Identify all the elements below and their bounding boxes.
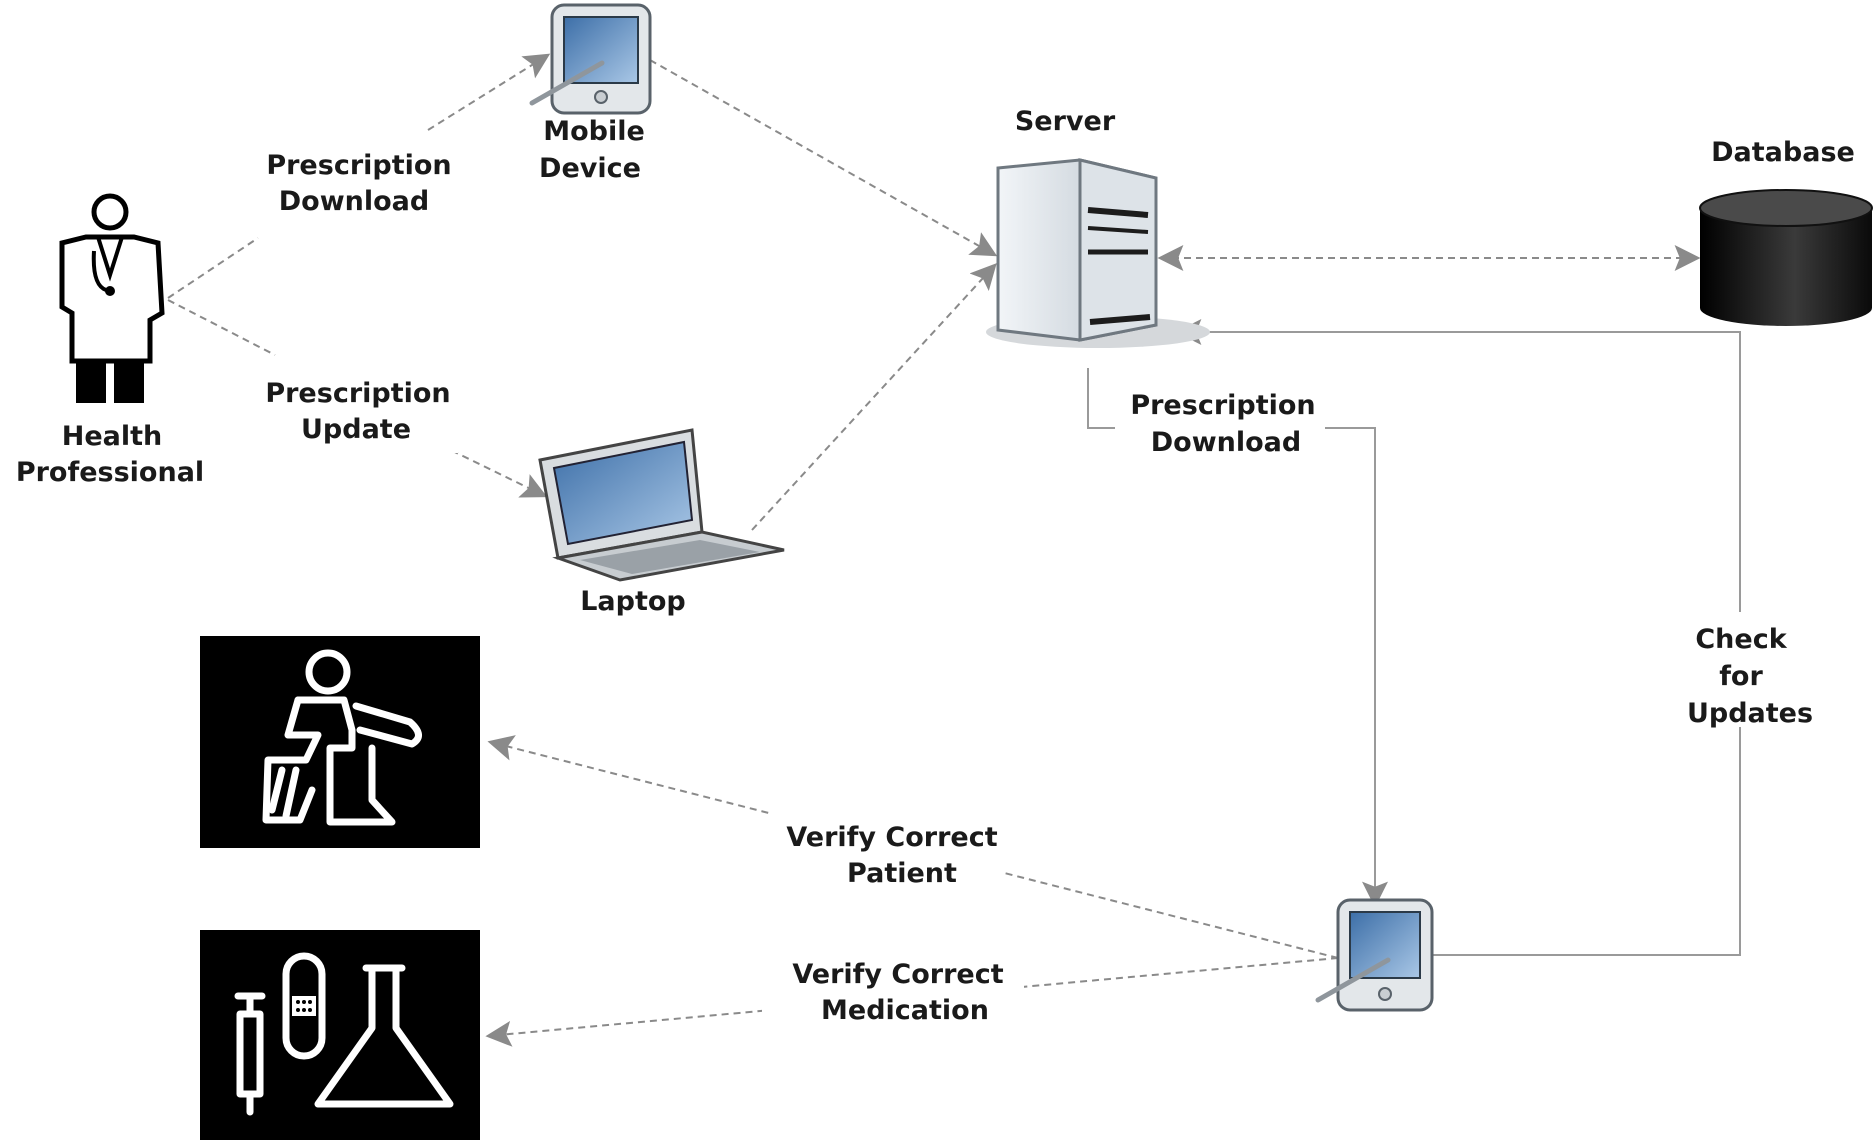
database-label: Database [1711, 137, 1855, 168]
laptop-label: Laptop [580, 586, 686, 617]
mobile-device-label-line1: Mobile [543, 116, 645, 147]
handheld-device-icon [1315, 898, 1434, 1012]
server-icon [986, 158, 1210, 348]
prescription-download-label-2-line2: Download [1151, 427, 1301, 458]
server-label: Server [1015, 106, 1116, 137]
verify-patient-label-line2: Patient [847, 858, 957, 889]
edge-doctor-to-mobile [167, 53, 551, 299]
laptop-icon [538, 428, 785, 582]
check-for-updates-label-line1: Check [1695, 624, 1787, 655]
prescription-update-label-line2: Update [301, 414, 411, 445]
verify-medication-label-line2: Medication [821, 995, 989, 1026]
edge-mobile-to-server [649, 59, 998, 257]
database-icon [1699, 189, 1873, 326]
prescription-download-label-2-line1: Prescription [1130, 390, 1315, 421]
patient-icon [200, 636, 480, 848]
prescription-download-label-1-line1: Prescription [266, 150, 451, 181]
prescription-update-label-line1: Prescription [265, 378, 450, 409]
edge-doctor-to-laptop [167, 299, 548, 498]
health-professional-label-line2: Professional [16, 457, 204, 488]
verify-medication-label-line1: Verify Correct [792, 959, 1003, 990]
check-for-updates-label-line2: for [1719, 661, 1763, 692]
medication-icon [200, 930, 480, 1140]
health-professional-label-line1: Health [62, 421, 163, 452]
check-for-updates-label-line3: Updates [1687, 698, 1813, 729]
mobile-device-icon [529, 3, 652, 115]
mobile-device-label-line2: Device [539, 153, 641, 184]
doctor-icon [59, 193, 165, 403]
edge-laptop-to-server [751, 263, 997, 531]
verify-patient-label-line1: Verify Correct [786, 822, 997, 853]
prescription-download-label-1-line2: Download [279, 186, 429, 217]
